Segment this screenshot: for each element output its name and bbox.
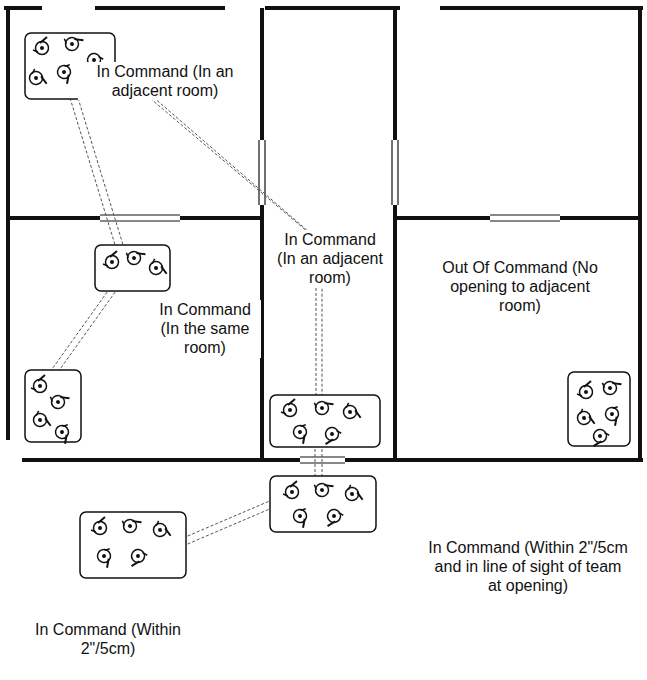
command-lines	[50, 58, 322, 546]
figure	[283, 481, 299, 499]
figure	[577, 381, 593, 399]
figure	[130, 549, 148, 568]
figure	[103, 251, 119, 269]
figure	[343, 403, 362, 420]
figure	[55, 61, 78, 84]
figure	[119, 512, 142, 535]
figure	[577, 409, 596, 426]
figure	[291, 421, 314, 444]
command-label: In Command (Within 2"/5cm and in line of…	[426, 538, 631, 596]
command-label: In Command (In the same room)	[149, 300, 261, 358]
figure	[53, 421, 76, 444]
figure	[603, 403, 626, 426]
figure	[33, 37, 49, 55]
figure	[281, 399, 297, 417]
figure	[311, 476, 334, 499]
figure	[29, 69, 48, 86]
miniature-figures	[29, 30, 626, 569]
figure	[599, 374, 622, 397]
figure	[324, 427, 342, 446]
figure	[33, 411, 52, 428]
command-label: In Command (In an adjacent room)	[274, 230, 386, 288]
annotation-wrap: Out Of Command (No opening to adjacent r…	[433, 258, 608, 316]
figure	[153, 521, 172, 538]
figure	[47, 388, 70, 411]
command-label: Out Of Command (No opening to adjacent r…	[433, 258, 608, 316]
figure	[592, 429, 610, 448]
annotation-wrap: In Command (In an adjacent room)	[274, 230, 386, 288]
walls	[4, 8, 643, 462]
unit-bases	[25, 33, 630, 578]
figure	[345, 485, 364, 502]
figure	[311, 394, 334, 417]
figure	[123, 244, 146, 267]
annotation-wrap: In Command (Within 2"/5cm)	[28, 620, 188, 658]
figure	[149, 259, 168, 276]
figure	[291, 505, 314, 528]
figure	[91, 517, 107, 535]
figure	[61, 30, 84, 53]
annotation-wrap: In Command (In an adjacent room)	[78, 62, 253, 100]
command-label: In Command (In an adjacent room)	[78, 62, 253, 100]
figure	[95, 545, 118, 568]
annotation-wrap: In Command (In the same room)	[149, 300, 261, 358]
figure	[326, 509, 344, 528]
command-label: In Command (Within 2"/5cm)	[28, 620, 188, 658]
figure	[31, 375, 47, 393]
annotation-wrap: In Command (Within 2"/5cm and in line of…	[426, 538, 631, 596]
